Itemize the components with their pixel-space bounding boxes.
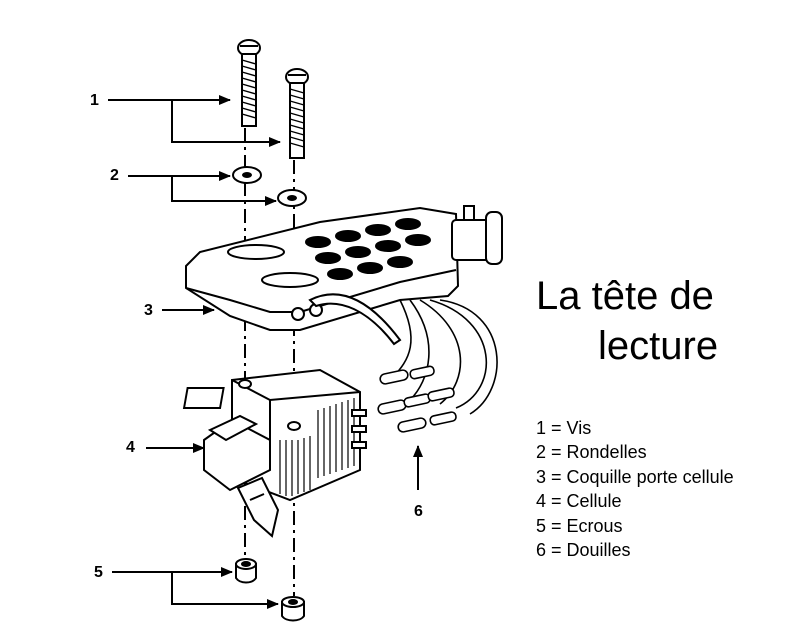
cartridge — [182, 368, 367, 538]
legend-item-douilles: 6 = Douilles — [536, 540, 631, 561]
callout-label-2: 2 — [110, 167, 119, 184]
callout-label-5: 5 — [94, 564, 103, 581]
callout-leader-lines — [108, 95, 423, 609]
connector-pins — [377, 365, 457, 433]
legend-item-ecrous: 5 = Ecrous — [536, 515, 623, 536]
screw-left — [237, 39, 261, 127]
legend-item-cellule: 4 = Cellule — [536, 491, 622, 512]
nut-right — [281, 596, 305, 622]
callout-label-3: 3 — [144, 302, 153, 319]
legend: 1 = Vis 2 = Rondelles 3 = Coquille porte… — [536, 416, 734, 562]
nut-left — [235, 558, 257, 584]
diagram-title-line-2: lecture — [598, 324, 719, 368]
callout-label-6: 6 — [414, 503, 423, 520]
washer-right — [277, 189, 307, 207]
callout-label-1: 1 — [90, 92, 99, 109]
headshell-body — [185, 205, 503, 346]
legend-item-vis: 1 = Vis — [536, 418, 592, 438]
callout-label-4: 4 — [126, 439, 135, 456]
screw-right — [285, 68, 309, 159]
legend-item-coquille: 3 = Coquille porte cellule — [536, 466, 734, 487]
washer-left — [232, 166, 262, 184]
legend-item-rondelles: 2 = Rondelles — [536, 442, 647, 463]
diagram-title-line-1: La tête de — [536, 274, 714, 318]
